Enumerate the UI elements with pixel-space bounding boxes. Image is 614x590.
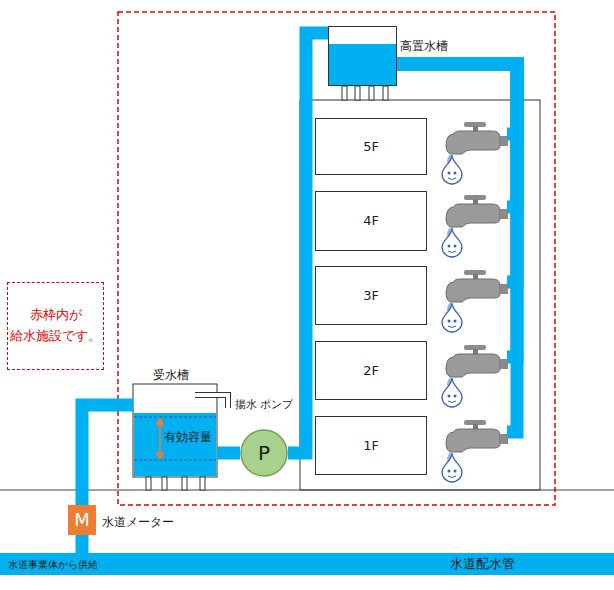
- tank-heading: 受水槽: [153, 368, 189, 382]
- water-pipe: [76, 535, 89, 553]
- floor: 4F: [315, 191, 507, 251]
- pump-node: 揚水 ポンプP: [240, 398, 288, 477]
- water-pipe: [217, 447, 240, 460]
- receiving-tank: [133, 384, 228, 490]
- note-text: 赤枠内が 給水施設です。: [10, 305, 101, 347]
- floor-label: 2F: [315, 341, 427, 400]
- water-meter: M水道メーター: [68, 505, 96, 535]
- tank-legs: [342, 86, 388, 100]
- floor-label: 1F: [315, 416, 427, 475]
- tank-heading: 高置水槽: [400, 39, 448, 53]
- pump-heading: 揚水 ポンプ: [230, 398, 298, 411]
- capacity-label: 有効容量: [164, 430, 212, 444]
- building-outline: [300, 100, 540, 490]
- faucet-icons: [442, 122, 508, 482]
- floor-label: 3F: [315, 266, 427, 325]
- supply-frame: [118, 12, 555, 505]
- pump-symbol: P: [240, 429, 288, 477]
- main-label: 水道配水管: [450, 556, 515, 572]
- elevated-tank: 高置水槽: [328, 26, 397, 86]
- floor-label: 4F: [315, 191, 427, 251]
- floor: 1F: [315, 416, 507, 475]
- ground-line: [0, 490, 614, 491]
- supply-note: 水道事業体から供給: [8, 559, 98, 571]
- water-main: 水道事業体から供給 水道配水管: [0, 553, 614, 575]
- note-box: 赤枠内が 給水施設です。: [7, 282, 104, 370]
- floor: 3F: [315, 266, 507, 325]
- water-pipe: [82, 405, 133, 505]
- floor-label: 5F: [315, 118, 427, 175]
- meter-label: 水道メーター: [102, 515, 174, 529]
- meter-symbol: M: [68, 505, 96, 535]
- floor: 2F: [315, 341, 507, 400]
- receiving-tank-box: 受水槽有効容量: [133, 368, 217, 477]
- floor: 5F: [315, 118, 507, 175]
